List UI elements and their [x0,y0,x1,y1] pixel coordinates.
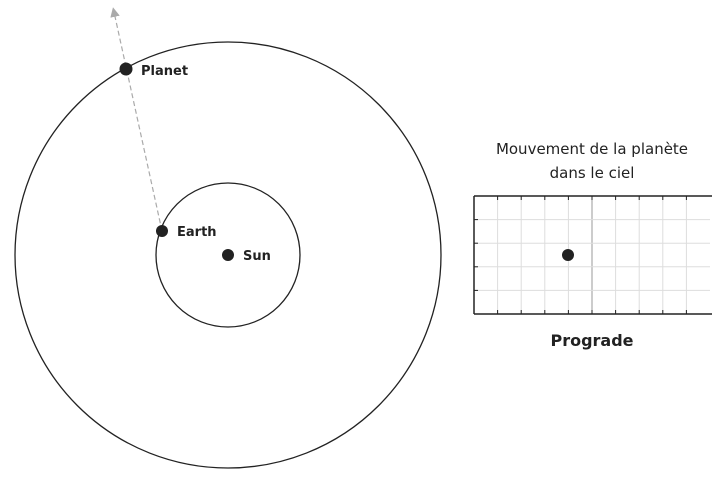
planet-sky-position [562,249,574,261]
earth [156,225,168,237]
earth-orbit [155,182,301,328]
planet [119,62,133,76]
motion-label: Prograde [550,331,633,350]
sight-line-arrow [110,7,163,232]
sky-panel-title-line1: Mouvement de la planète [496,140,688,158]
sky-grid [473,195,712,315]
sun [222,249,234,261]
sun-label: Sun [243,249,271,264]
planet-label: Planet [141,64,188,79]
sky-panel-title-line2: dans le ciel [550,164,635,182]
planet-orbit [14,41,442,469]
earth-label: Earth [177,225,217,240]
